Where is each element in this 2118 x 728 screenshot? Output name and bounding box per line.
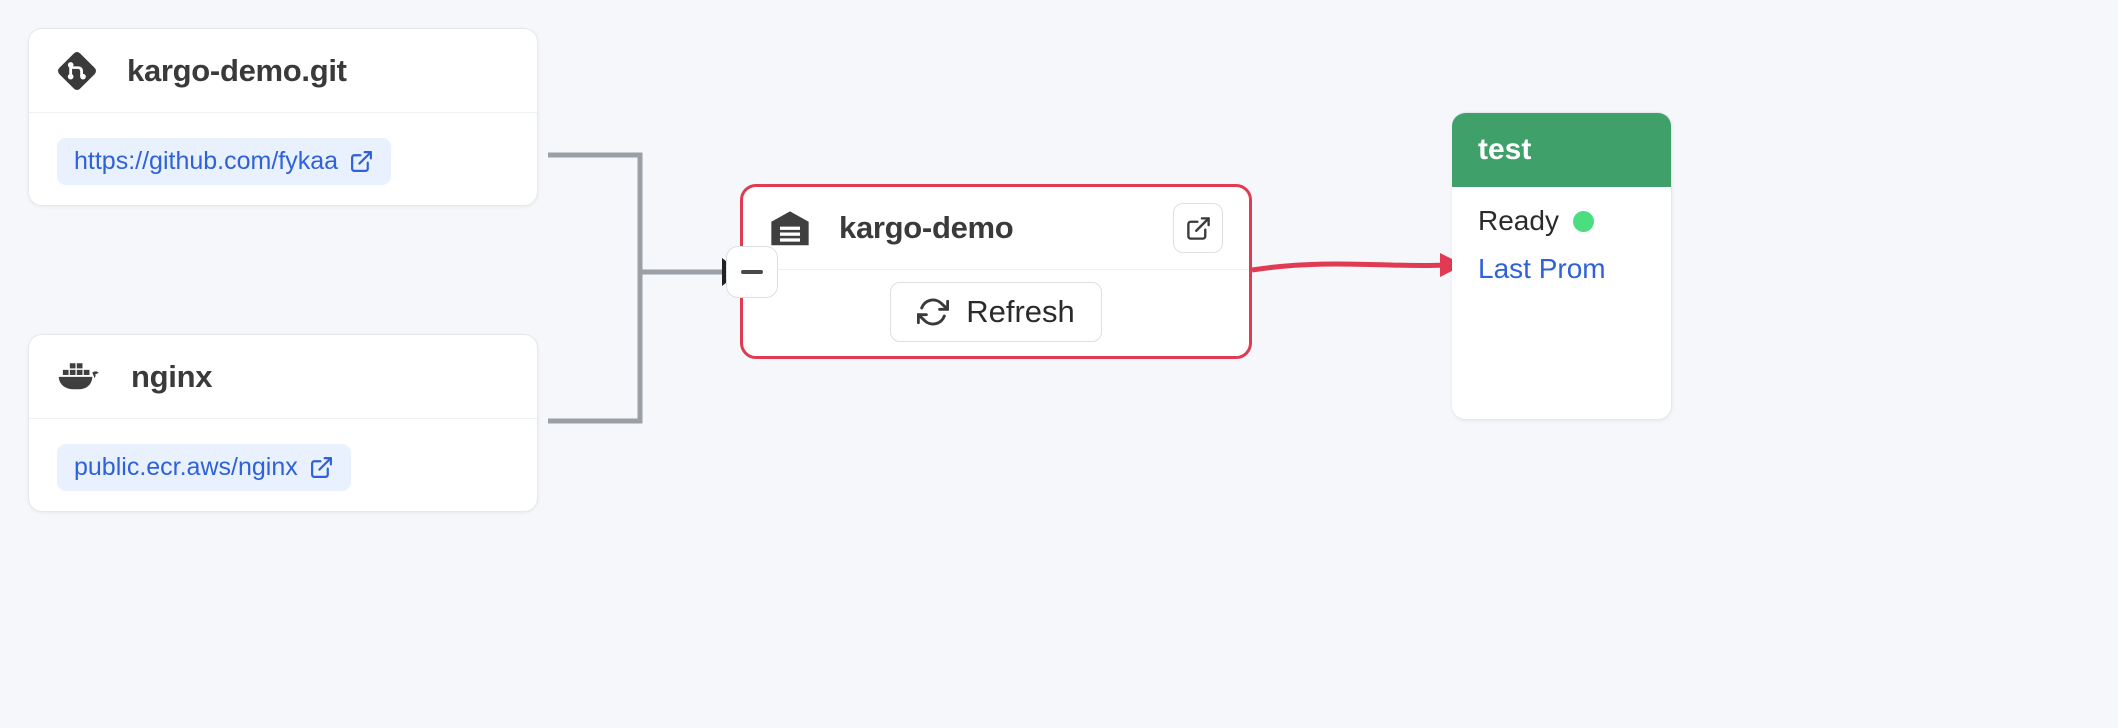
stage-card-body: Ready Last Prom xyxy=(1452,187,1671,285)
warehouse-open-button[interactable] xyxy=(1173,203,1223,253)
stage-card-header: test xyxy=(1452,113,1671,187)
collapse-toggle-button[interactable] xyxy=(726,246,778,298)
image-url-chip[interactable]: public.ecr.aws/nginx xyxy=(57,443,351,491)
refresh-button-label: Refresh xyxy=(966,294,1075,329)
warehouse-icon xyxy=(769,209,811,247)
source-card-git-body: https://github.com/fykaa xyxy=(29,113,537,205)
edge-git-to-warehouse xyxy=(548,152,725,275)
stage-card-test[interactable]: test Ready Last Prom xyxy=(1452,112,1672,420)
stage-title: test xyxy=(1478,133,1532,166)
warehouse-body: Refresh xyxy=(743,270,1249,354)
refresh-button[interactable]: Refresh xyxy=(890,282,1102,342)
source-card-image[interactable]: nginx public.ecr.aws/nginx xyxy=(28,334,538,512)
image-url-text: public.ecr.aws/nginx xyxy=(74,452,298,481)
edge-image-to-warehouse xyxy=(548,269,725,424)
stage-status-row: Ready xyxy=(1478,205,1645,237)
git-url-text: https://github.com/fykaa xyxy=(74,146,339,175)
stage-last-promotion-link[interactable]: Last Prom xyxy=(1478,253,1606,284)
warehouse-title: kargo-demo xyxy=(839,210,1014,245)
source-card-image-header: nginx xyxy=(29,335,537,419)
external-link-icon xyxy=(309,455,334,480)
refresh-icon xyxy=(917,296,950,328)
source-card-image-title: nginx xyxy=(131,358,213,394)
stage-status-label: Ready xyxy=(1478,205,1559,236)
warehouse-header: kargo-demo xyxy=(743,187,1249,270)
warehouse-node[interactable]: kargo-demo Refresh xyxy=(740,184,1252,359)
git-icon xyxy=(57,51,97,91)
source-card-image-body: public.ecr.aws/nginx xyxy=(29,419,537,511)
docker-icon xyxy=(57,359,101,395)
external-link-icon xyxy=(349,149,374,174)
source-card-git-header: kargo-demo.git xyxy=(29,29,537,113)
git-url-chip[interactable]: https://github.com/fykaa xyxy=(57,137,392,185)
edge-warehouse-to-stage xyxy=(1251,261,1446,273)
status-dot-icon xyxy=(1572,210,1594,232)
source-card-git-title: kargo-demo.git xyxy=(127,52,347,88)
source-card-git[interactable]: kargo-demo.git https://github.com/fykaa xyxy=(28,28,538,206)
minus-icon xyxy=(741,270,763,274)
